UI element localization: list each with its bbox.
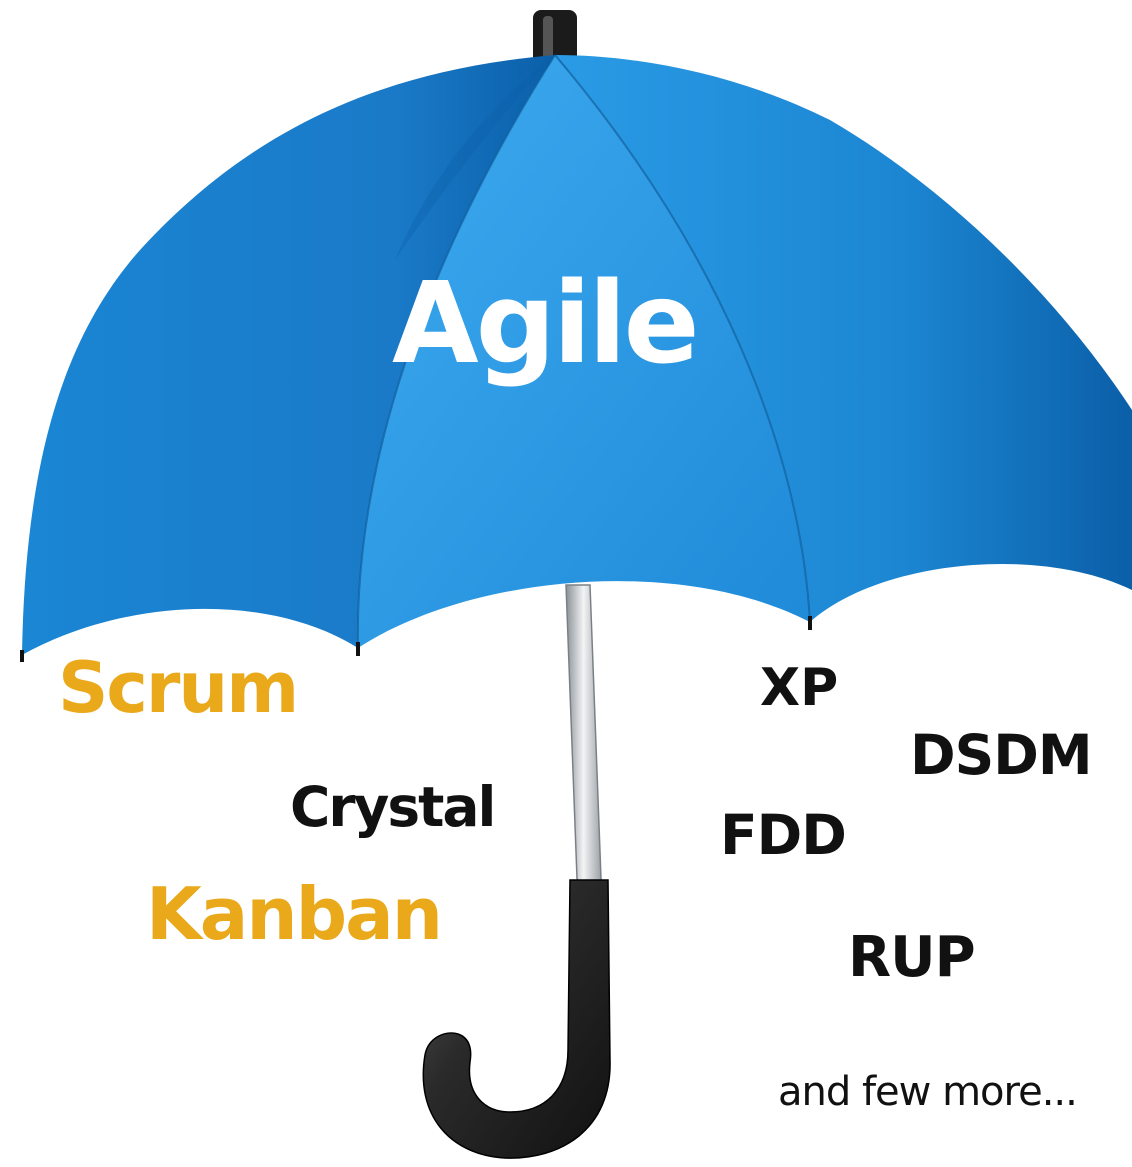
method-dsdm: DSDM	[910, 723, 1093, 787]
method-xp: XP	[760, 658, 839, 718]
umbrella-handle	[422, 879, 611, 1159]
method-kanban: Kanban	[146, 872, 443, 956]
canopy-rib-right	[554, 54, 811, 623]
method-fdd: FDD	[720, 803, 847, 867]
method-rup: RUP	[848, 925, 976, 990]
method-scrum: Scrum	[58, 647, 299, 729]
canopy-left-panel	[22, 55, 555, 655]
canopy-center-panel	[357, 55, 810, 648]
umbrella-tip-shine	[543, 16, 553, 64]
method-more: and few more...	[778, 1069, 1078, 1115]
umbrella-title: Agile	[392, 259, 700, 389]
canopy-right-panel	[555, 55, 1132, 622]
canopy-rib-left	[356, 54, 556, 649]
method-crystal: Crystal	[290, 775, 496, 839]
